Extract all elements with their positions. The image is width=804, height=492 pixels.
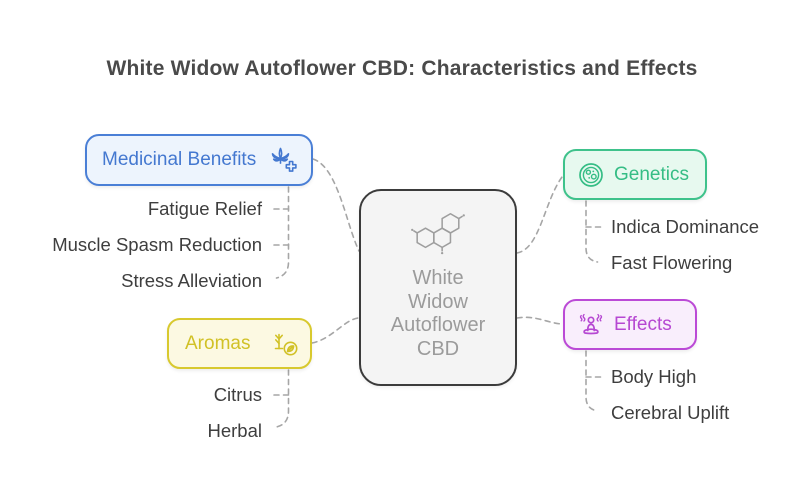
item-herbal: Herbal [207,420,263,441]
center-label-line: CBD [416,337,460,360]
tree-line-medicinal [275,186,290,279]
center-node-label: White Widow Autoflower CBD [391,267,486,361]
meditation-icon [579,313,603,334]
item-stress-alleviation: Stress Alleviation [121,270,262,291]
connector-aromas-to-center [311,317,359,344]
item-body-high: Body High [611,366,697,387]
connector-center-to-effects [516,316,563,325]
medical-cannabis-icon [271,147,297,172]
aromas-label: Aromas [185,332,251,354]
medicinal-benefits-label: Medicinal Benefits [102,149,257,170]
connector-medicinal-to-center [312,158,360,252]
item-muscle-spasm-reduction: Muscle Spasm Reduction [52,234,262,255]
center-label-line: Widow [407,290,468,313]
center-label-line: Autoflower [390,314,486,336]
effects-label: Effects [614,313,672,335]
tree-line-effects [585,350,599,412]
item-indica-dominance: Indica Dominance [611,216,760,237]
center-node: White Widow Autoflower CBD [359,189,517,386]
center-label-line: White [412,267,464,289]
node-effects: Effects [563,299,697,350]
connector-center-to-genetics [516,176,563,254]
item-citrus: Citrus [213,384,262,405]
node-medicinal-benefits: Medicinal Benefits [85,134,313,186]
tree-line-aromas [275,369,290,428]
genetics-label: Genetics [614,163,689,185]
herb-leaf-icon [274,333,298,355]
tree-line-genetics [585,200,599,263]
diagram-title: White Widow Autoflower CBD: Characterist… [106,57,698,80]
item-cerebral-uplift: Cerebral Uplift [611,402,730,423]
item-fatigue-relief: Fatigue Relief [147,198,262,219]
molecule-icon [411,212,465,255]
node-genetics: Genetics [563,149,707,200]
cell-culture-icon [579,162,603,187]
item-fast-flowering: Fast Flowering [611,252,733,273]
node-aromas: Aromas [167,318,312,369]
